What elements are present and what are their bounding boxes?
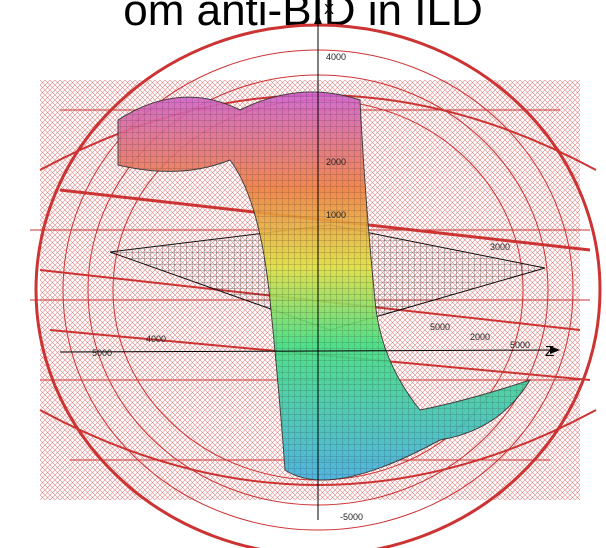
- x-tick-1000: 1000: [326, 210, 346, 220]
- x-tick-2000: 2000: [326, 157, 346, 167]
- x-axis-label: X: [324, 1, 334, 18]
- floor-tick-right-1: 2000: [470, 332, 490, 342]
- bottom-tick: -5000: [340, 512, 363, 522]
- floor-tick-right-0: 5000: [430, 322, 450, 332]
- floor-tick-right-3: 5000: [510, 340, 530, 350]
- z-axis-arrow: [550, 346, 560, 354]
- x-tick-4000: 4000: [326, 52, 346, 62]
- axes: [59, 20, 556, 520]
- x-axis-arrow: [314, 14, 322, 24]
- floor-tick-left-0: 5000: [92, 348, 112, 358]
- floor-tick-left-1: 4000: [146, 334, 166, 344]
- z-axis-label: Z: [545, 343, 554, 360]
- floor-tick-right-2: 3000: [490, 242, 510, 252]
- plot-title: om anti-BID in ILD: [123, 0, 483, 35]
